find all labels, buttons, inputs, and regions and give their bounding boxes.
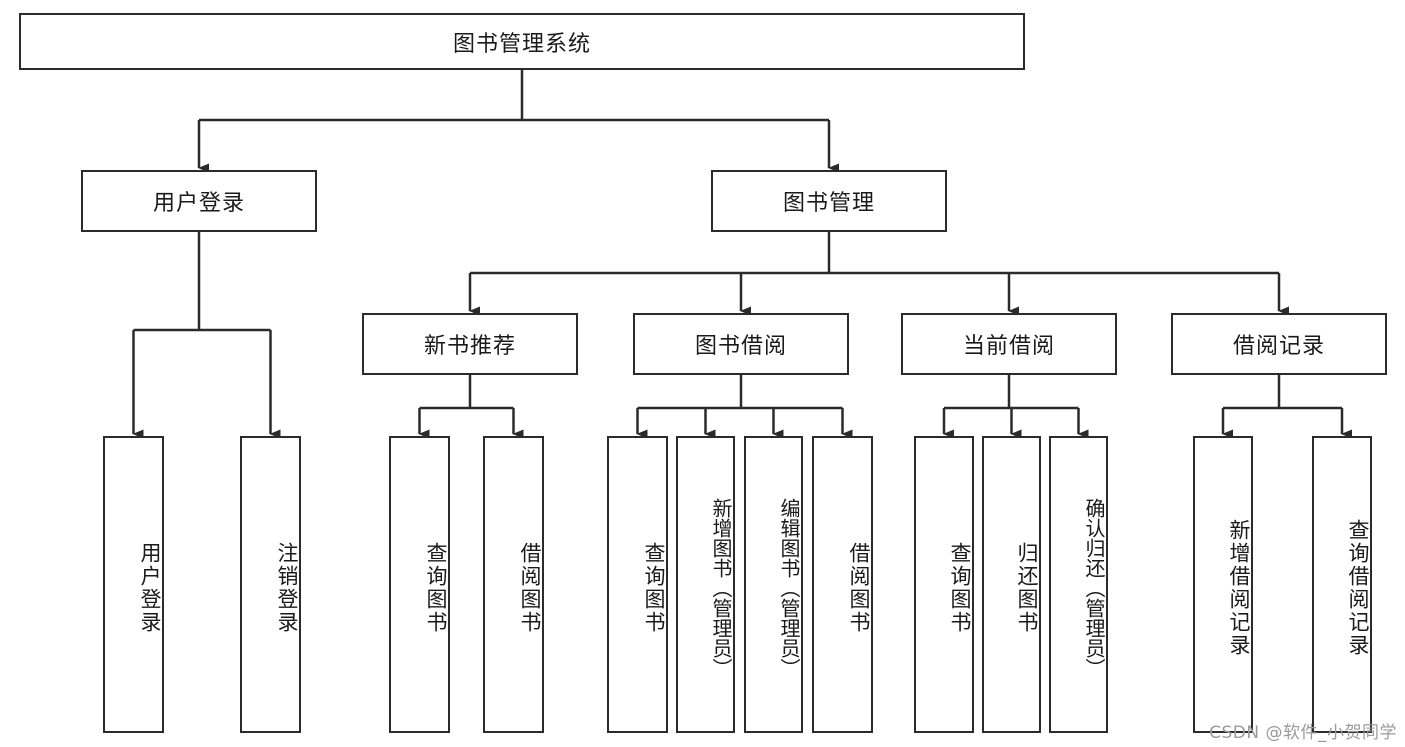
node-label: 查询图书 (948, 541, 972, 634)
node-leaf-query-book-borrow[interactable]: 查询图书 (607, 436, 668, 733)
node-label: 查询借阅记录 (1346, 518, 1370, 657)
node-label: 确认归还（管理员） (1082, 497, 1106, 678)
node-label: 注销登录 (275, 541, 299, 634)
node-label: 新增图书（管理员） (709, 497, 733, 678)
node-label: 借阅记录 (1232, 334, 1325, 359)
node-label: 新书推荐 (423, 334, 516, 359)
node-borrow-record[interactable]: 借阅记录 (1171, 313, 1387, 375)
node-leaf-return-book[interactable]: 归还图书 (982, 436, 1041, 733)
node-leaf-confirm-return-admin[interactable]: 确认归还（管理员） (1049, 436, 1108, 733)
node-label: 查询图书 (424, 541, 448, 634)
node-leaf-query-borrow-record[interactable]: 查询借阅记录 (1312, 436, 1372, 733)
node-label: 编辑图书（管理员） (777, 497, 801, 678)
node-label: 借阅图书 (518, 541, 542, 634)
node-leaf-logout-login[interactable]: 注销登录 (240, 436, 301, 733)
node-user-login[interactable]: 用户登录 (81, 170, 317, 232)
node-label: 归还图书 (1015, 541, 1039, 634)
node-label: 图书管理系统 (452, 31, 591, 57)
node-leaf-add-borrow-record[interactable]: 新增借阅记录 (1193, 436, 1253, 733)
node-leaf-query-book-cur[interactable]: 查询图书 (914, 436, 974, 733)
node-label: 图书管理 (782, 191, 875, 216)
node-leaf-query-book-rec[interactable]: 查询图书 (389, 436, 450, 733)
node-root[interactable]: 图书管理系统 (19, 13, 1025, 70)
node-label: 借阅图书 (847, 541, 871, 634)
node-leaf-add-book-admin[interactable]: 新增图书（管理员） (676, 436, 735, 733)
node-leaf-borrow-book-rec[interactable]: 借阅图书 (483, 436, 544, 733)
node-leaf-user-login[interactable]: 用户登录 (103, 436, 164, 733)
node-label: 新增借阅记录 (1227, 518, 1251, 657)
node-label: 查询图书 (642, 541, 666, 634)
node-leaf-borrow-book[interactable]: 借阅图书 (812, 436, 873, 733)
node-new-book-recommend[interactable]: 新书推荐 (362, 313, 578, 375)
node-book-manage[interactable]: 图书管理 (711, 170, 947, 232)
node-leaf-edit-book-admin[interactable]: 编辑图书（管理员） (744, 436, 803, 733)
node-label: 当前借阅 (962, 334, 1055, 359)
node-label: 图书借阅 (694, 334, 787, 359)
node-label: 用户登录 (138, 541, 162, 634)
node-current-borrow[interactable]: 当前借阅 (901, 313, 1117, 375)
node-book-borrow[interactable]: 图书借阅 (633, 313, 849, 375)
node-label: 用户登录 (152, 191, 245, 216)
watermark-label: CSDN @软件_小贺同学 (1209, 723, 1397, 743)
